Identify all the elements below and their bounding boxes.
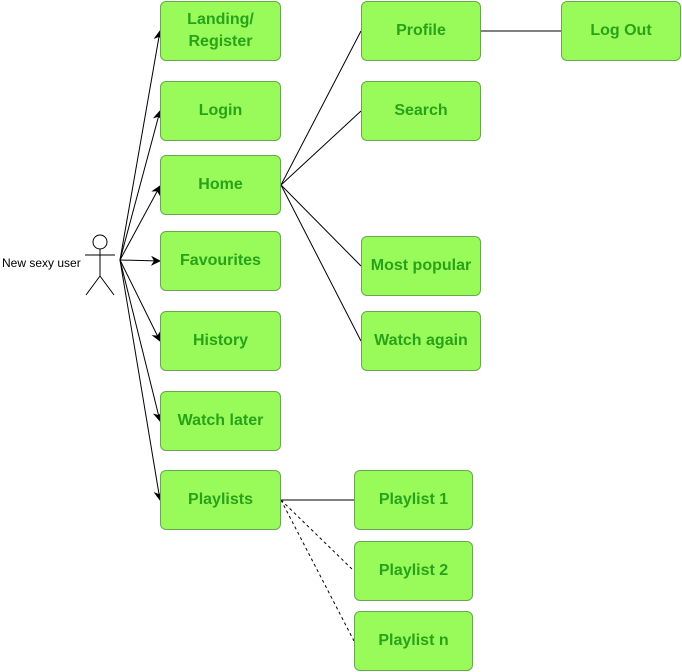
- node-profile[interactable]: Profile: [361, 1, 481, 61]
- node-most-popular[interactable]: Most popular: [361, 236, 481, 296]
- edge-actor-favourites: [119, 255, 161, 266]
- node-playlists[interactable]: Playlists: [160, 470, 281, 530]
- node-login[interactable]: Login: [160, 81, 281, 141]
- node-watch-later[interactable]: Watch later: [160, 391, 281, 451]
- node-playlist-2[interactable]: Playlist 2: [354, 541, 473, 601]
- edge-home-watch-again: [280, 184, 362, 342]
- node-watch-again[interactable]: Watch again: [361, 311, 481, 371]
- node-favourites[interactable]: Favourites: [160, 231, 281, 291]
- edge-playlists-playlist-n: [280, 499, 355, 642]
- actor-label: New sexy user: [2, 256, 81, 270]
- edge-home-search: [280, 110, 362, 186]
- edge-actor-home: [119, 185, 161, 261]
- node-search[interactable]: Search: [361, 81, 481, 141]
- edge-home-profile: [280, 30, 362, 186]
- edge-actor-landing: [119, 30, 164, 261]
- edge-actor-playlists: [119, 259, 164, 501]
- node-playlist-1[interactable]: Playlist 1: [354, 470, 473, 530]
- node-log-out[interactable]: Log Out: [561, 1, 681, 61]
- edge-actor-history: [119, 259, 161, 342]
- node-landing-register[interactable]: Landing/ Register: [160, 1, 281, 61]
- edge-playlists-playlist-2: [280, 499, 355, 572]
- edge-actor-watch-later: [119, 259, 163, 422]
- edge-home-most-popular: [280, 184, 362, 267]
- node-home[interactable]: Home: [160, 155, 281, 215]
- node-history[interactable]: History: [160, 311, 281, 371]
- edge-actor-login: [119, 110, 163, 261]
- node-playlist-n[interactable]: Playlist n: [354, 611, 473, 671]
- stick-figure-icon: [85, 234, 115, 296]
